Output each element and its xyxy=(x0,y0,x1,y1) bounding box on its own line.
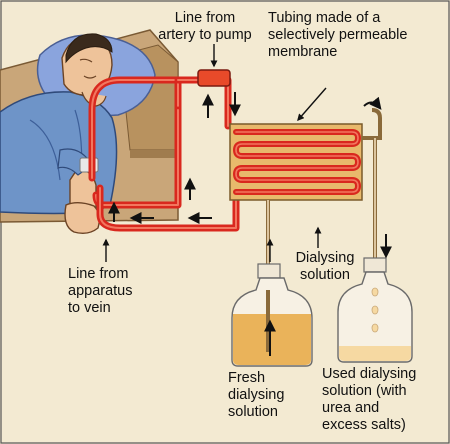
dialyser-tank xyxy=(229,123,363,201)
label-apparatus-to-vein: Line from apparatus to vein xyxy=(68,266,133,316)
label-fresh-solution: Fresh dialysing solution xyxy=(228,370,285,420)
flow-arrows xyxy=(108,92,392,356)
leader-lines xyxy=(102,44,327,262)
label-tubing: Tubing made of a selectively permeable m… xyxy=(268,10,408,60)
membrane-coils xyxy=(232,129,362,195)
pump xyxy=(197,69,231,87)
label-dialysing-solution: Dialysing solution xyxy=(295,250,355,283)
used-bottle xyxy=(337,257,413,363)
label-used-solution: Used dialysing solution (with urea and e… xyxy=(322,366,417,433)
flow-arrow-curve xyxy=(363,96,382,110)
label-artery-to-pump: Line from artery to pump xyxy=(158,10,252,43)
patient xyxy=(0,33,118,235)
